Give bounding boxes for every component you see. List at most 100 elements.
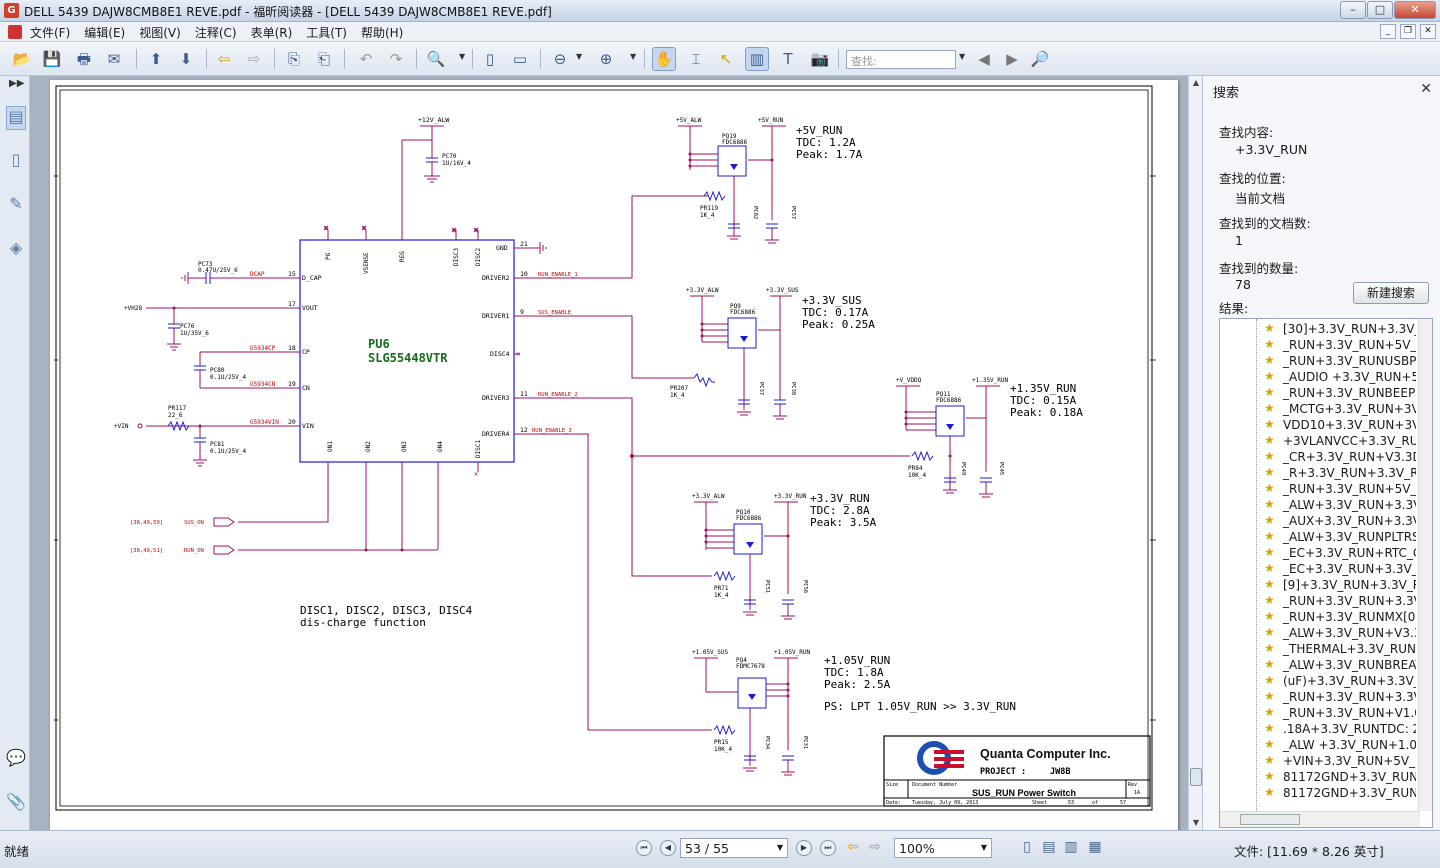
new-search-button[interactable]: 新建搜索 xyxy=(1353,282,1429,304)
comments-icon[interactable]: 💬 xyxy=(6,748,26,767)
result-item[interactable]: ★_CR+3.3V_RUN+V3.3D xyxy=(1220,449,1416,465)
result-item[interactable]: ★_AUDIO +3.3V_RUN+5V xyxy=(1220,369,1416,385)
next-page-icon[interactable]: ▶ xyxy=(796,840,812,856)
result-item[interactable]: ★_RUN+3.3V_RUN+3.3V xyxy=(1220,689,1416,705)
zoom-out-icon[interactable]: ⊖ xyxy=(553,50,567,68)
collapse-rail-icon[interactable]: ▶▶ xyxy=(9,78,25,89)
result-item[interactable]: ★+VIN+3.3V_RUN+5V_R xyxy=(1220,753,1416,769)
document-icon[interactable] xyxy=(8,25,22,39)
snapshot-icon[interactable]: 📷 xyxy=(810,50,830,68)
zoom-in-icon[interactable]: ⊕ xyxy=(599,50,613,68)
result-item[interactable]: ★VDD10+3.3V_RUN+3VL xyxy=(1220,417,1416,433)
result-item[interactable]: ★_RUN+3.3V_RUN+V1.0 xyxy=(1220,705,1416,721)
pages-icon[interactable]: ▯ xyxy=(11,150,21,169)
fit-page-icon[interactable]: ▯ xyxy=(485,50,495,68)
history-back-icon[interactable]: ⇦ xyxy=(847,839,859,855)
back-icon[interactable]: ⇦ xyxy=(217,50,231,68)
document-scrollbar[interactable]: ▲ ▼ xyxy=(1188,76,1202,830)
document-view[interactable]: PU6 SLG55448VTR PG VSENSE REG DISC3 DISC… xyxy=(30,76,1188,830)
result-item[interactable]: ★_EC+3.3V_RUN+RTC_C xyxy=(1220,545,1416,561)
menu-file[interactable]: 文件(F) xyxy=(30,26,71,40)
results-scrollbar[interactable] xyxy=(1418,319,1432,811)
find-next-icon[interactable]: ▶ xyxy=(1006,50,1018,68)
scroll-down-icon[interactable]: ▼ xyxy=(1192,818,1200,827)
scroll-up-icon[interactable]: ▲ xyxy=(1192,78,1200,87)
result-item[interactable]: ★_ALW +3.3V_RUN+1.05 xyxy=(1220,737,1416,753)
search-input[interactable]: 查找: xyxy=(846,50,956,69)
result-item[interactable]: ★_R+3.3V_RUN+3.3V_RU xyxy=(1220,465,1416,481)
facing-icon[interactable]: ▥ xyxy=(1064,839,1078,855)
result-item[interactable]: ★81172GND+3.3V_RUN+ xyxy=(1220,785,1416,801)
page-number-field[interactable]: 53 / 55▼ xyxy=(680,838,788,858)
result-item[interactable]: ★[30]+3.3V_RUN+3.3V_ xyxy=(1220,321,1416,337)
select-icon[interactable]: ↖ xyxy=(719,50,733,68)
results-hscrollbar[interactable] xyxy=(1220,811,1420,827)
result-item[interactable]: ★_RUN+3.3V_RUNBEEP [ xyxy=(1220,385,1416,401)
page-dropdown-icon[interactable]: ▼ xyxy=(776,843,783,852)
redo-icon[interactable]: ↷ xyxy=(389,50,403,68)
open-icon[interactable]: 📂 xyxy=(12,50,32,68)
menu-form[interactable]: 表单(R) xyxy=(250,26,293,40)
results-list[interactable]: ★[30]+3.3V_RUN+3.3V_★_RUN+3.3V_RUN+5V_R★… xyxy=(1219,318,1433,828)
bookmarks-icon[interactable]: ▤ xyxy=(6,106,26,130)
scroll-thumb[interactable] xyxy=(1190,768,1202,786)
result-item[interactable]: ★_RUN+3.3V_RUN+3.3V xyxy=(1220,593,1416,609)
menu-help[interactable]: 帮助(H) xyxy=(360,26,404,40)
result-item[interactable]: ★_ALW+3.3V_RUN+3.3V xyxy=(1220,497,1416,513)
menu-tools[interactable]: 工具(T) xyxy=(306,26,347,40)
menu-view[interactable]: 视图(V) xyxy=(139,26,181,40)
result-item[interactable]: ★.18A+3.3V_RUNTDC: 2 xyxy=(1220,721,1416,737)
result-item[interactable]: ★_MCTG+3.3V_RUN+3VL xyxy=(1220,401,1416,417)
attachments-icon[interactable]: 📎 xyxy=(6,792,26,811)
result-item[interactable]: ★_RUN+3.3V_RUNMX[0.. xyxy=(1220,609,1416,625)
menu-comment[interactable]: 注释(C) xyxy=(194,26,237,40)
result-item[interactable]: ★(uF)+3.3V_RUN+3.3V_ xyxy=(1220,673,1416,689)
hand-tool-icon[interactable]: ✋ xyxy=(652,47,676,71)
result-item[interactable]: ★_AUX+3.3V_RUN+3.3V xyxy=(1220,513,1416,529)
zoom-field[interactable]: 100%▼ xyxy=(894,838,992,858)
undo-icon[interactable]: ↶ xyxy=(359,50,373,68)
result-item[interactable]: ★_EC+3.3V_RUN+3.3V_E xyxy=(1220,561,1416,577)
annotations-icon[interactable]: ✎ xyxy=(9,194,23,213)
continuous-facing-icon[interactable]: ▦ xyxy=(1088,839,1102,855)
result-item[interactable]: ★_ALW+3.3V_RUNPLTRS xyxy=(1220,529,1416,545)
fit-width-icon[interactable]: ▭ xyxy=(512,50,528,68)
find-prev-icon[interactable]: ◀ xyxy=(978,50,990,68)
text-box-icon[interactable]: T xyxy=(783,50,793,68)
search-dropdown-icon[interactable]: ▼ xyxy=(959,52,966,61)
single-page-icon[interactable]: ▯ xyxy=(1023,839,1031,855)
first-page-icon[interactable]: ⏮ xyxy=(636,840,652,856)
doc-restore-button[interactable]: ❐ xyxy=(1400,24,1416,39)
result-item[interactable]: ★_ALW+3.3V_RUN+V3.3 xyxy=(1220,625,1416,641)
result-item[interactable]: ★_ALW+3.3V_RUNBREAT xyxy=(1220,657,1416,673)
last-page-icon[interactable]: ⏭ xyxy=(820,840,836,856)
doc-close-button[interactable]: ✕ xyxy=(1420,24,1436,39)
down-icon[interactable]: ⬇ xyxy=(179,50,193,68)
doc-minimize-button[interactable]: _ xyxy=(1380,24,1396,39)
zoom-in-dropdown-icon[interactable]: ▼ xyxy=(630,52,637,61)
result-item[interactable]: ★_THERMAL+3.3V_RUN+ xyxy=(1220,641,1416,657)
find-icon[interactable]: 🔎 xyxy=(1030,50,1050,68)
insert-icon[interactable]: ⎗ xyxy=(317,50,330,68)
email-icon[interactable]: ✉ xyxy=(107,50,121,68)
zoom-dropdown-icon[interactable]: ▼ xyxy=(980,843,987,852)
zoom-out-dropdown-icon[interactable]: ▼ xyxy=(576,52,583,61)
save-icon[interactable]: 💾 xyxy=(42,50,62,68)
layers-icon[interactable]: ◈ xyxy=(9,238,23,257)
zoom-dropdown-icon[interactable]: ▼ xyxy=(459,52,466,61)
extract-icon[interactable]: ⎘ xyxy=(287,50,300,68)
select-text-icon[interactable]: ⌶ xyxy=(691,50,701,68)
prev-page-icon[interactable]: ◀ xyxy=(660,840,676,856)
forward-icon[interactable]: ⇨ xyxy=(247,50,261,68)
continuous-icon[interactable]: ▤ xyxy=(1042,839,1056,855)
print-icon[interactable]: 🖶 xyxy=(76,50,92,68)
result-item[interactable]: ★_RUN+3.3V_RUN+5V_R xyxy=(1220,481,1416,497)
up-icon[interactable]: ⬆ xyxy=(149,50,163,68)
minimize-button[interactable]: – xyxy=(1340,1,1366,19)
result-item[interactable]: ★_RUN+3.3V_RUN+5V_R xyxy=(1220,337,1416,353)
history-forward-icon[interactable]: ⇨ xyxy=(869,839,881,855)
typewriter-icon[interactable]: ▥ xyxy=(745,47,769,71)
maximize-button[interactable]: □ xyxy=(1367,1,1393,19)
menu-edit[interactable]: 编辑(E) xyxy=(84,26,126,40)
close-button[interactable]: ✕ xyxy=(1394,1,1436,19)
